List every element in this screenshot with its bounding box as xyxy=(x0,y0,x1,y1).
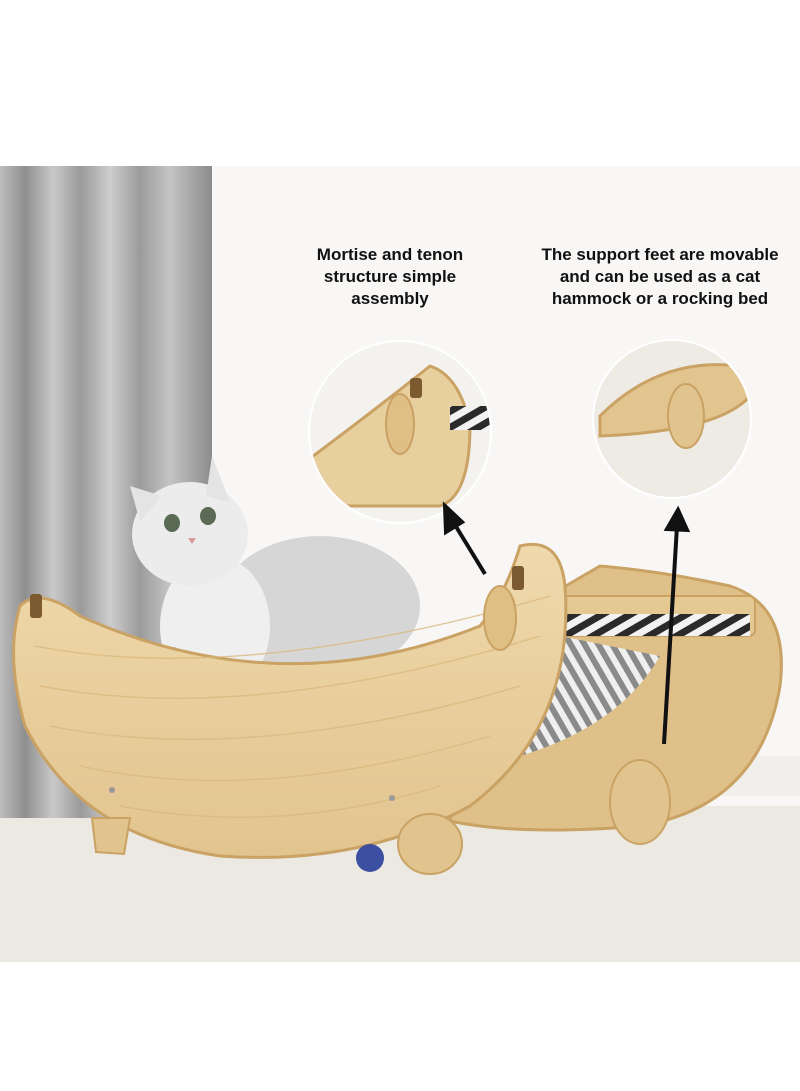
toy-ball xyxy=(356,844,384,872)
cat-bed-illustration xyxy=(0,166,800,962)
cat-ear-left xyxy=(130,486,162,522)
arrow-to-foot xyxy=(662,505,691,745)
cat-nose xyxy=(188,538,196,544)
product-photo xyxy=(0,166,800,962)
tenon-peg xyxy=(483,585,517,651)
cat-eye-right xyxy=(200,507,216,525)
screw xyxy=(389,795,395,801)
arrow-to-mortise xyxy=(442,501,487,576)
support-foot-left xyxy=(90,817,132,856)
tenon-slot-right xyxy=(512,566,524,590)
support-foot-middle xyxy=(397,813,463,875)
screw xyxy=(109,787,115,793)
tenon-slot-left xyxy=(30,594,42,618)
cat-body xyxy=(220,536,420,676)
wood-grain xyxy=(34,595,551,818)
callout-mortise-tenon: Mortise and tenon structure simple assem… xyxy=(316,245,464,308)
front-moon-panel xyxy=(12,542,568,859)
cat-head xyxy=(132,482,248,586)
cat-ear-right xyxy=(206,456,230,502)
callout-support-feet: The support feet are movable and can be … xyxy=(541,245,779,308)
striped-rod xyxy=(560,614,750,636)
cat-eye-left xyxy=(164,514,180,532)
support-foot-right xyxy=(609,759,671,845)
inset-mortise-tenon xyxy=(308,340,492,524)
inset-support-feet xyxy=(592,339,752,499)
